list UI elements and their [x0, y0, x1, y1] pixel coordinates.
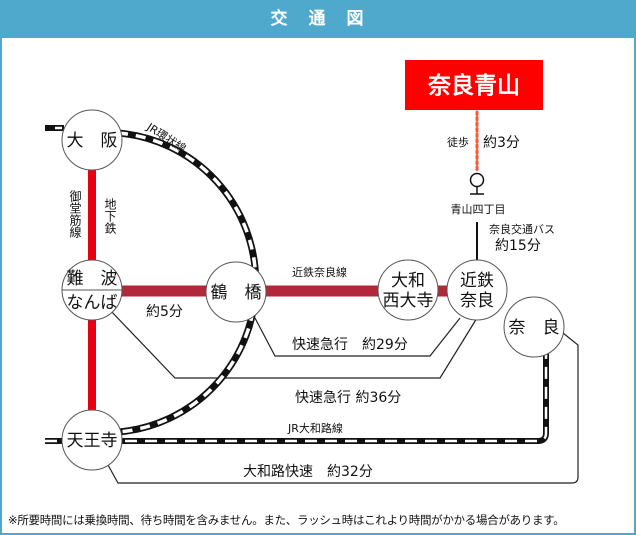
svg-text:奈良: 奈良 [460, 291, 494, 311]
walk-label: 徒歩 [447, 135, 469, 149]
jr-yamatoji-label: JR大和路線 [287, 421, 343, 435]
station-kintetsu-nara: 近鉄 奈良 [446, 259, 508, 321]
bus-time: 約15分 [495, 238, 541, 254]
midosuji-line-label: 御堂筋線 [68, 189, 82, 238]
svg-text:なんば: なんば [67, 293, 118, 313]
route-tsuruhashi-nara-path [254, 317, 461, 357]
subway-label: 地下鉄 [103, 198, 117, 234]
station-nara: 奈 良 [503, 296, 565, 358]
svg-text:近鉄: 近鉄 [460, 271, 494, 291]
svg-text:鶴 橋: 鶴 橋 [211, 283, 262, 303]
station-osaka: 大 阪 [61, 109, 123, 171]
walk-time: 約3分 [483, 135, 520, 151]
svg-text:奈 良: 奈 良 [509, 318, 560, 338]
station-tsuruhashi: 鶴 橋 [205, 261, 267, 323]
time-namba-tsuruhashi: 約5分 [146, 304, 183, 320]
destination-name: 奈良青山 [427, 72, 520, 99]
destination-box [405, 60, 543, 110]
bus-stop-name: 青山四丁目 [451, 203, 506, 216]
footnote: ※所要時間には乗換時間、待ち時間を含みません。また、ラッシュ時はこれより時間がか… [8, 513, 565, 527]
station-yamato-saidaiji: 大和 西大寺 [377, 259, 439, 321]
station-tennoji: 天王寺 [61, 409, 123, 471]
station-namba: 難 波 なんば [61, 259, 123, 321]
time-rapid-express-29: 快速急行 約29分 [292, 337, 408, 353]
svg-text:難 波: 難 波 [67, 269, 118, 289]
bus-stop-icon [469, 172, 485, 195]
svg-text:西大寺: 西大寺 [383, 291, 434, 311]
svg-text:大 阪: 大 阪 [67, 131, 118, 151]
time-yamatoji-rapid: 大和路快速 約32分 [243, 464, 373, 480]
svg-text:天王寺: 天王寺 [67, 431, 118, 451]
svg-text:大和: 大和 [391, 271, 425, 291]
kintetsu-nara-line-label: 近鉄奈良線 [292, 265, 347, 279]
route-tennoji-nara-path [107, 332, 579, 484]
route-namba-nara-path [109, 309, 478, 379]
time-rapid-express-36: 快速急行 約36分 [295, 390, 401, 406]
page-title: 交 通 図 [2, 0, 634, 38]
jr-yamatoji-line [45, 350, 549, 444]
bus-label: 奈良交通バス [489, 222, 555, 236]
